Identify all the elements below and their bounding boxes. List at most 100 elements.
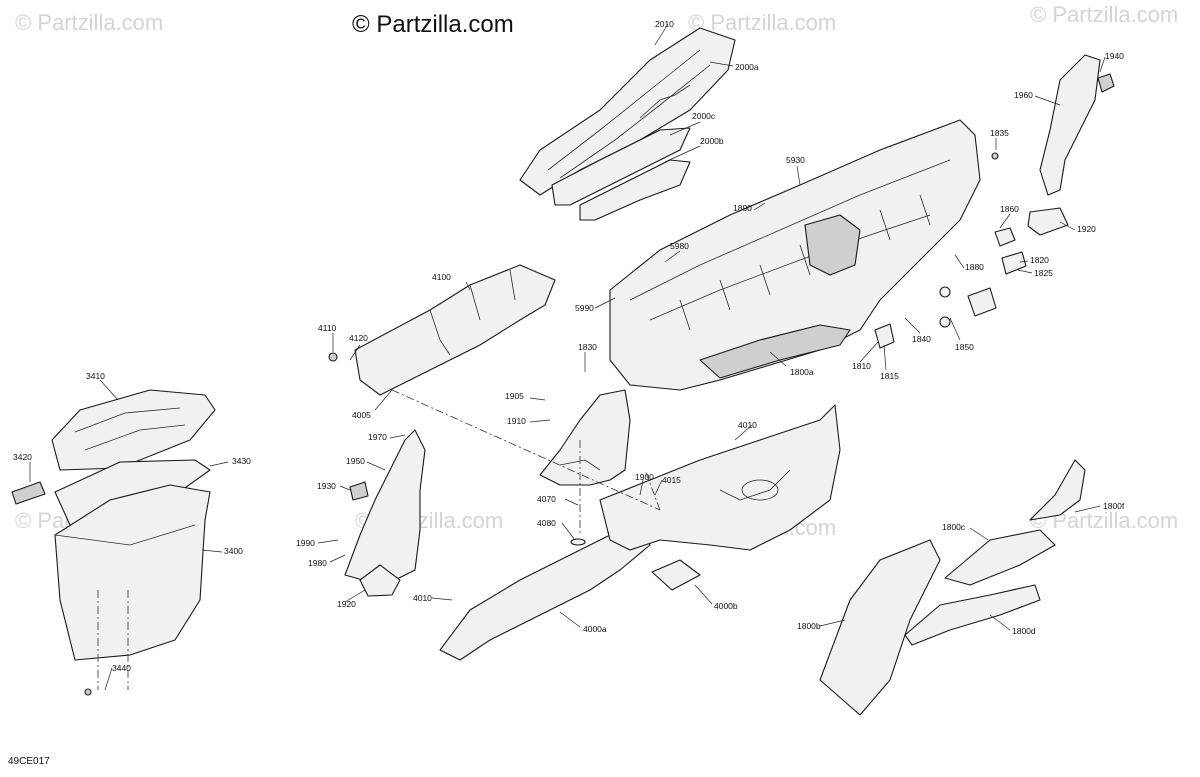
part-4010-shape [599,404,841,551]
part-1930-clip [349,481,369,501]
callout-1920-upper: 1920 [1077,224,1096,234]
leader-2010 [654,23,669,46]
part-1960-side-bracket [1039,54,1115,196]
callout-5930: 5930 [786,155,805,165]
leader-1940 [1099,56,1106,73]
part-1800b-shape [819,539,941,716]
leader-1890 [753,202,766,211]
callout-4100: 4100 [432,272,451,282]
callout-1825: 1825 [1034,268,1053,278]
callout-4080: 4080 [537,518,556,528]
callout-1800d: 1800d [1012,626,1036,636]
leader-1800d [989,614,1011,631]
part-2000a-rib-2 [559,64,711,179]
callout-4000a: 4000a [583,624,607,634]
leader-3400 [201,549,223,553]
part-2000c-shape [551,127,691,206]
callout-1990: 1990 [296,538,315,548]
guide-1 [391,389,661,511]
part-1835-fastener [991,152,999,160]
leader-1820 [1019,260,1029,263]
callout-1800c: 1800c [942,522,966,532]
part-1800a-lower-rail [699,324,851,379]
part-1800a-main-panel [609,119,981,391]
part-1940-clip [1097,73,1115,93]
leader-1920b [344,589,366,603]
part-3400-body [54,484,211,661]
callout-1810: 1810 [852,361,871,371]
watermark-top-left: © Partzilla.com [15,10,163,35]
leader-4080 [561,522,576,541]
leader-1825 [1017,269,1033,274]
part-support-cutout [559,459,601,471]
callout-5980: 5980 [670,241,689,251]
part-4000b-shape [651,559,701,591]
leader-1930 [339,485,351,491]
alignment-guides [97,389,661,690]
leader-4010b [431,597,453,601]
callout-1850: 1850 [955,342,974,352]
part-1810-latch [874,323,895,349]
callout-1880: 1880 [965,262,984,272]
callout-1905: 1905 [505,391,524,401]
callout-3420: 3420 [13,452,32,462]
part-4000a-shape [439,524,651,661]
callout-1980: 1980 [308,558,327,568]
part-1800f-shape [1029,459,1086,521]
part-1850-washer-2 [939,316,951,328]
callout-labels: 2010 2000a 2000c 2000b 1940 1960 1835 59… [13,19,1125,673]
part-4100-ribs [429,269,516,356]
part-1800a-mid-edge [649,214,931,321]
diagram-code: 49CE017 [8,756,50,767]
watermark-top-center: © Partzilla.com [688,10,836,35]
part-3400-storage-bin [11,389,216,696]
callout-1910: 1910 [507,416,526,426]
guide-2 [644,469,661,511]
part-4100-shape [354,264,556,396]
callout-2000b: 2000b [700,136,724,146]
leader-3440 [104,667,113,691]
part-1800d-shape [904,584,1041,646]
right-hardware-group [874,152,1069,349]
part-3440-fastener [84,688,92,696]
leader-4000a [559,611,581,628]
callout-3440: 3440 [112,663,131,673]
part-4100-duct [328,264,556,396]
part-4000-lower-duct [439,404,841,661]
callout-1840: 1840 [912,334,931,344]
part-3400-rim [54,524,196,546]
callout-4005: 4005 [352,410,371,420]
callout-1890: 1890 [733,203,752,213]
part-1920-handle-lower [359,564,401,597]
part-2000a-rib [547,49,701,171]
callout-4000b: 4000b [714,601,738,611]
part-1850-washer-1 [939,286,951,298]
callout-4010-upper: 4010 [738,420,757,430]
part-support-shape [539,389,631,486]
callout-2010: 2010 [655,19,674,29]
leader-1900 [639,479,644,496]
part-2000-cover-assembly [519,27,736,221]
callout-1800a: 1800a [790,367,814,377]
part-1950-shape [344,429,426,583]
callout-4010-lower: 4010 [413,593,432,603]
leader-1960 [1034,95,1061,106]
callout-1800f: 1800f [1103,501,1125,511]
leader-1990 [317,539,339,544]
part-1950-left-bracket [344,429,426,597]
callout-1820: 1820 [1030,255,1049,265]
part-2000a-grille [639,84,691,119]
leader-1905 [529,397,546,401]
part-3410-lid-ribs [74,407,186,451]
leader-1800b [819,619,846,627]
callout-3430: 3430 [232,456,251,466]
leader-1815 [883,344,887,371]
callout-2000c: 2000c [692,111,716,121]
leader-3410 [99,379,119,401]
part-3420-latch [11,481,46,505]
leader-4070 [564,498,579,506]
callout-1940: 1940 [1105,51,1124,61]
leader-2000c [669,121,701,136]
leader-1860 [999,213,1011,229]
leader-4010a [734,424,753,441]
